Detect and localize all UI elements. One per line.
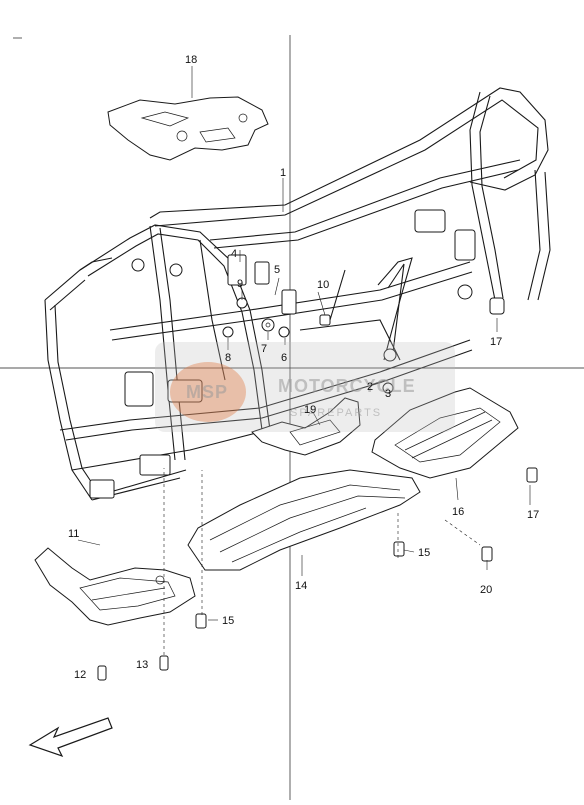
callout-4: 4 (231, 248, 237, 260)
part-16-footrest-plate (371, 387, 519, 479)
callout-19: 18 (185, 54, 197, 66)
main-frame (44, 87, 551, 501)
callout-17: 17 (527, 509, 539, 521)
leader-lines (77, 178, 531, 655)
callout-9: 9 (237, 278, 243, 290)
watermark-line1: MOTORCYCLE (278, 376, 416, 396)
callout-11: 11 (68, 528, 79, 540)
callout-14: 14 (295, 580, 307, 592)
callout-15-left: 15 (222, 615, 234, 627)
part-19-guard-plate (107, 66, 269, 161)
part-20-bracket (251, 397, 361, 456)
callout-13: 13 (136, 659, 148, 671)
callout-12: 12 (74, 669, 86, 681)
part-14-floor-plate (187, 469, 421, 571)
callout-20: 19 (304, 404, 316, 416)
front-direction-arrow-icon (28, 717, 113, 758)
reference-lines (0, 35, 584, 800)
watermark-logo: MSP (186, 382, 228, 402)
callout-7: 7 (261, 343, 267, 355)
callout-15-right: 15 (418, 547, 430, 559)
watermark-logo-icon (170, 362, 246, 422)
callout-1: 1 (280, 167, 286, 179)
callout-2: 2 (367, 381, 373, 393)
callout-3: 3 (385, 388, 391, 400)
watermark: MSP MOTORCYCLE SPAREPARTS (155, 342, 455, 432)
callout-16: 16 (452, 506, 464, 518)
callout-18: 17 (490, 336, 502, 348)
callout-5: 5 (274, 264, 280, 276)
part-11-footrest-plate (34, 547, 196, 626)
callout-21: 20 (480, 584, 492, 596)
callout-8: 8 (225, 352, 231, 364)
callout-10: 10 (317, 279, 329, 291)
callout-6: 6 (281, 352, 287, 364)
watermark-line2: SPAREPARTS (290, 407, 382, 419)
hardware-parts (97, 297, 538, 681)
callout-labels: 18 1 4 5 9 10 7 8 6 17 2 3 19 16 17 15 2… (68, 54, 539, 681)
